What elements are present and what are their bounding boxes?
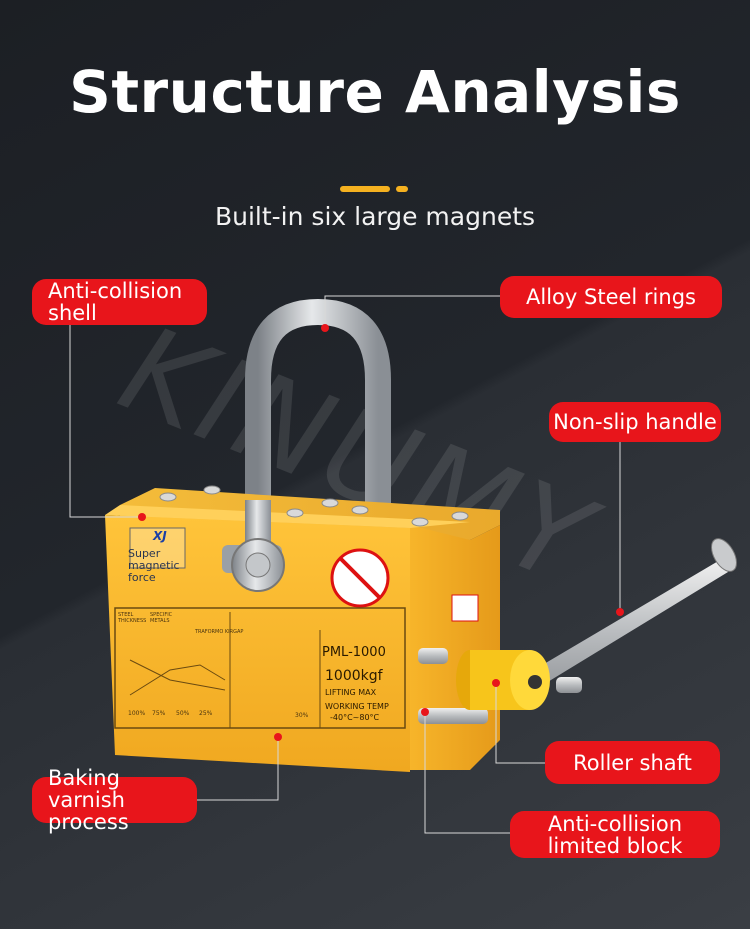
- pct-100: 100%: [128, 710, 146, 717]
- chart-head-airgap: TRAFORMO KIRGAP: [195, 629, 244, 635]
- label-roller-shaft: Roller shaft: [545, 741, 720, 784]
- chart-head-metals: SPECIFIC METALS: [150, 612, 173, 624]
- brand-mark: XJ: [153, 529, 167, 543]
- label-non-slip-handle: Non-slip handle: [549, 402, 721, 442]
- spec-panel: [114, 607, 406, 729]
- page-title: Structure Analysis: [69, 58, 681, 126]
- pct-25: 25%: [199, 710, 213, 717]
- limit-pin-upper: [418, 648, 448, 664]
- chart-head-steel: STEEL THICKNESS: [118, 612, 147, 624]
- handle-knob-icon: [711, 538, 737, 572]
- label-anti-collision-shell: Anti-collision shell: [32, 279, 207, 325]
- label-alloy-steel-rings: Alloy Steel rings: [500, 276, 722, 318]
- pct-75: 75%: [152, 710, 166, 717]
- pct-30: 30%: [295, 712, 309, 719]
- limit-pin-lower: [418, 708, 488, 724]
- label-limited-block: Anti-collision limited block: [510, 811, 720, 858]
- direction-arrow-icon: [451, 594, 479, 622]
- subtitle: Built-in six large magnets: [214, 202, 536, 231]
- logo-sticker: [129, 527, 186, 569]
- title-underline-short: [396, 186, 408, 192]
- pct-50: 50%: [176, 710, 190, 717]
- lifting-max: LIFTING MAX: [325, 688, 377, 697]
- temp-range: -40°C~80°C: [330, 713, 380, 722]
- body-bevel: [105, 505, 470, 528]
- top-bolts: [159, 485, 469, 527]
- title-underline-long: [340, 186, 390, 192]
- working-temp: WORKING TEMP: [325, 702, 389, 711]
- label-baking-varnish: Baking varnish process: [32, 767, 197, 833]
- handle-rod: [500, 560, 728, 705]
- shackle-ring: [245, 298, 391, 560]
- capacity: 1000kgf: [325, 668, 383, 684]
- tagline: Super magnetic force: [128, 547, 180, 584]
- model-number: PML-1000: [322, 645, 386, 660]
